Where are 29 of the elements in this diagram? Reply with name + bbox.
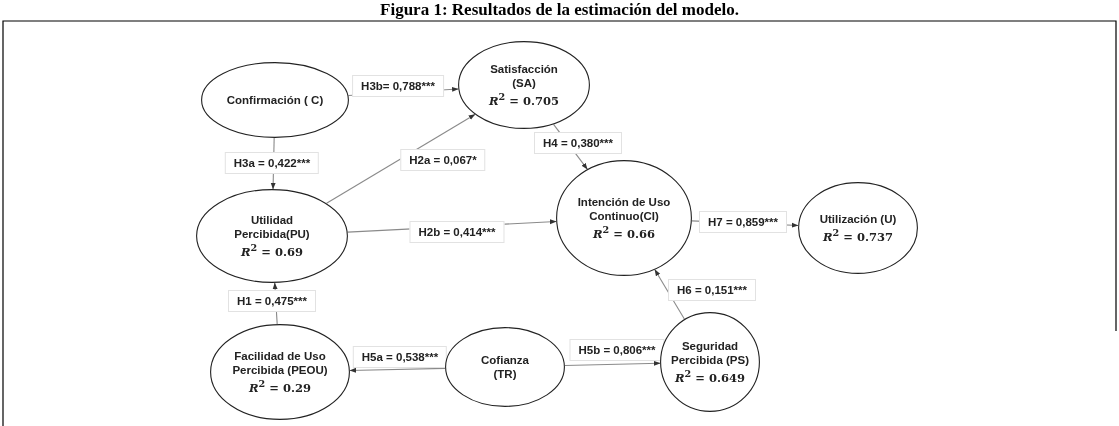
edge-label: H5b = 0,806***	[569, 339, 665, 361]
construct-name: Seguridad Percibida (PS)	[670, 339, 750, 368]
edge-label: H2a = 0,067*	[400, 149, 486, 171]
r-squared-value: R$^{2}$ = 0.69	[240, 241, 304, 259]
edge-label: H2b = 0,414***	[409, 221, 505, 243]
construct-name: Facilidad de Uso Percibida (PEOU)	[231, 349, 329, 378]
r-squared-value: R$^{2}$ = 0.29	[248, 377, 312, 395]
arrow	[654, 269, 685, 320]
figure-title: Figura 1: Resultados de la estimación del modelo.	[379, 0, 740, 20]
construct-name: Cofianza (TR)	[480, 353, 530, 381]
construct-name: Satisfacción (SA)	[489, 62, 559, 91]
r-squared-value: R$^{2}$ = 0.737	[822, 226, 894, 244]
construct-name: Confirmación ( C)	[225, 93, 325, 107]
edge-label: H1 = 0,475***	[228, 290, 316, 312]
construct-name: Utilización (U)	[818, 212, 898, 227]
arrow	[564, 360, 661, 367]
edge-label: H5a = 0,538***	[352, 346, 448, 368]
arrow	[326, 113, 476, 204]
edge-label: H3b= 0,788***	[352, 75, 444, 97]
construct-name: Utilidad Percibida(PU)	[233, 213, 311, 242]
edge-label: H7 = 0,859***	[699, 211, 787, 233]
r-squared-value: R$^{2}$ = 0.649	[674, 367, 746, 385]
arrow	[349, 367, 446, 373]
construct-name: Intención de Uso Continuo(CI)	[576, 195, 672, 224]
r-squared-value: R$^{2}$ = 0.66	[592, 223, 656, 241]
edge-label: H3a = 0,422***	[224, 152, 320, 174]
edge-label: H4 = 0,380***	[534, 132, 622, 154]
edge-label: H6 = 0,151***	[668, 279, 756, 301]
r-squared-value: R$^{2}$ = 0.705	[488, 90, 560, 108]
